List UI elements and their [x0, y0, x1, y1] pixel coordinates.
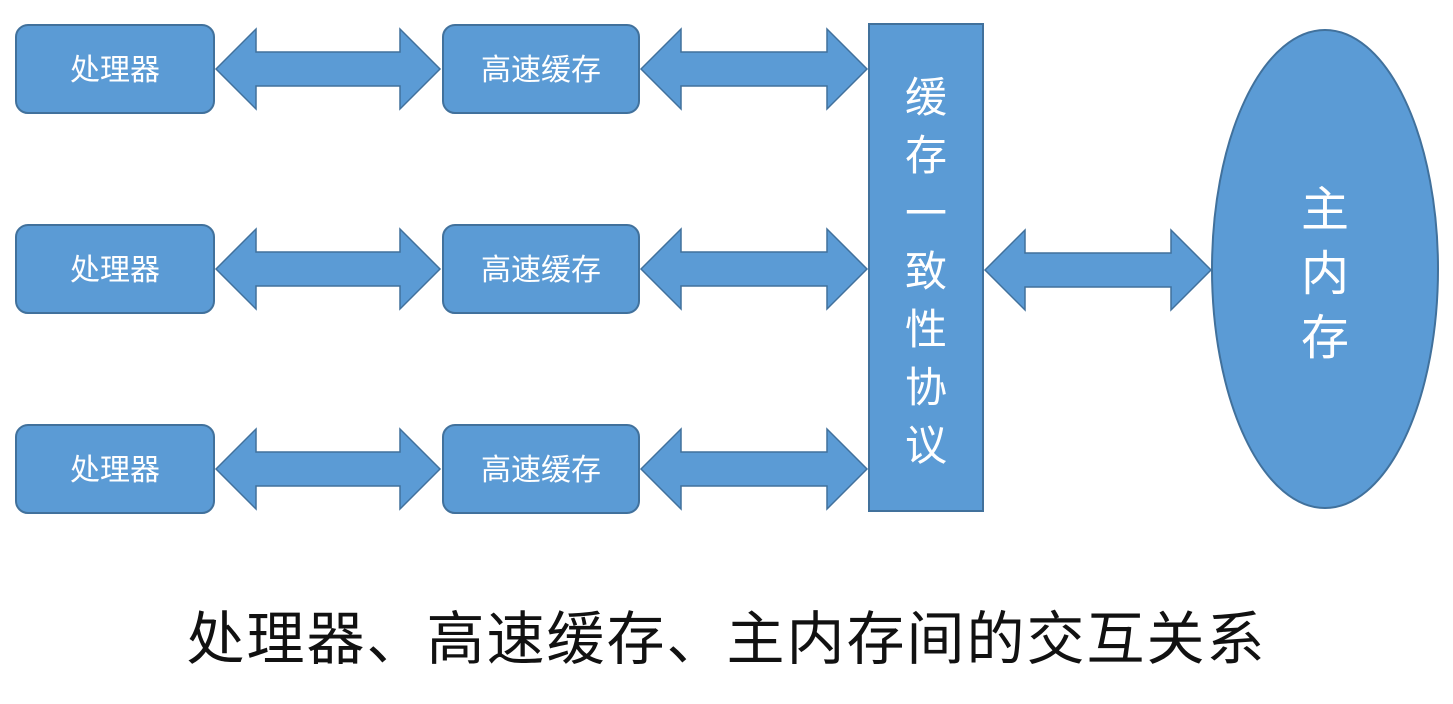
- cache-label-1: 高速缓存: [481, 253, 601, 288]
- processor-box-0: [15, 24, 215, 114]
- protocol-char-6: 议: [905, 421, 947, 470]
- row-1: 处理器 高速缓存: [15, 224, 869, 314]
- processor-label-1: 处理器: [70, 253, 160, 288]
- cache-label-2: 高速缓存: [481, 453, 601, 488]
- processor-label-0: 处理器: [70, 53, 160, 88]
- processor-box-2: [15, 424, 215, 514]
- memory-char-2: 存: [1301, 310, 1349, 366]
- row-0: 处理器 高速缓存: [15, 24, 869, 114]
- cache-box-0: [442, 24, 640, 114]
- cache-box-2: [442, 424, 640, 514]
- arrow-processor-cache-0: [214, 27, 442, 111]
- memory-char-1: 内: [1301, 246, 1349, 302]
- protocol-char-3: 致: [905, 247, 947, 296]
- protocol-char-1: 存: [905, 131, 947, 180]
- arrow-protocol-memory: [983, 228, 1213, 312]
- protocol-block: 缓 存 一 致 性 协 议: [868, 23, 984, 512]
- processor-box-1: [15, 224, 215, 314]
- arrow-cache-protocol-2: [639, 427, 869, 511]
- protocol-box: [868, 23, 984, 512]
- cache-box-1: [442, 224, 640, 314]
- main-memory-ellipse: [1211, 29, 1439, 509]
- diagram-caption: 处理器、高速缓存、主内存间的交互关系: [186, 605, 1267, 673]
- protocol-char-4: 性: [905, 305, 947, 354]
- row-2: 处理器 高速缓存: [15, 424, 869, 514]
- arrow-processor-cache-2: [214, 427, 442, 511]
- protocol-char-0: 缓: [905, 73, 947, 122]
- memory-char-0: 主: [1301, 182, 1349, 238]
- arrow-cache-protocol-1: [639, 227, 869, 311]
- arrow-processor-cache-1: [214, 227, 442, 311]
- arrow-cache-protocol-0: [639, 27, 869, 111]
- protocol-char-2: 一: [905, 189, 947, 238]
- cache-label-0: 高速缓存: [481, 53, 601, 88]
- main-memory-block: 主 内 存: [1211, 29, 1439, 509]
- processor-label-2: 处理器: [70, 453, 160, 488]
- protocol-char-5: 协: [905, 363, 947, 412]
